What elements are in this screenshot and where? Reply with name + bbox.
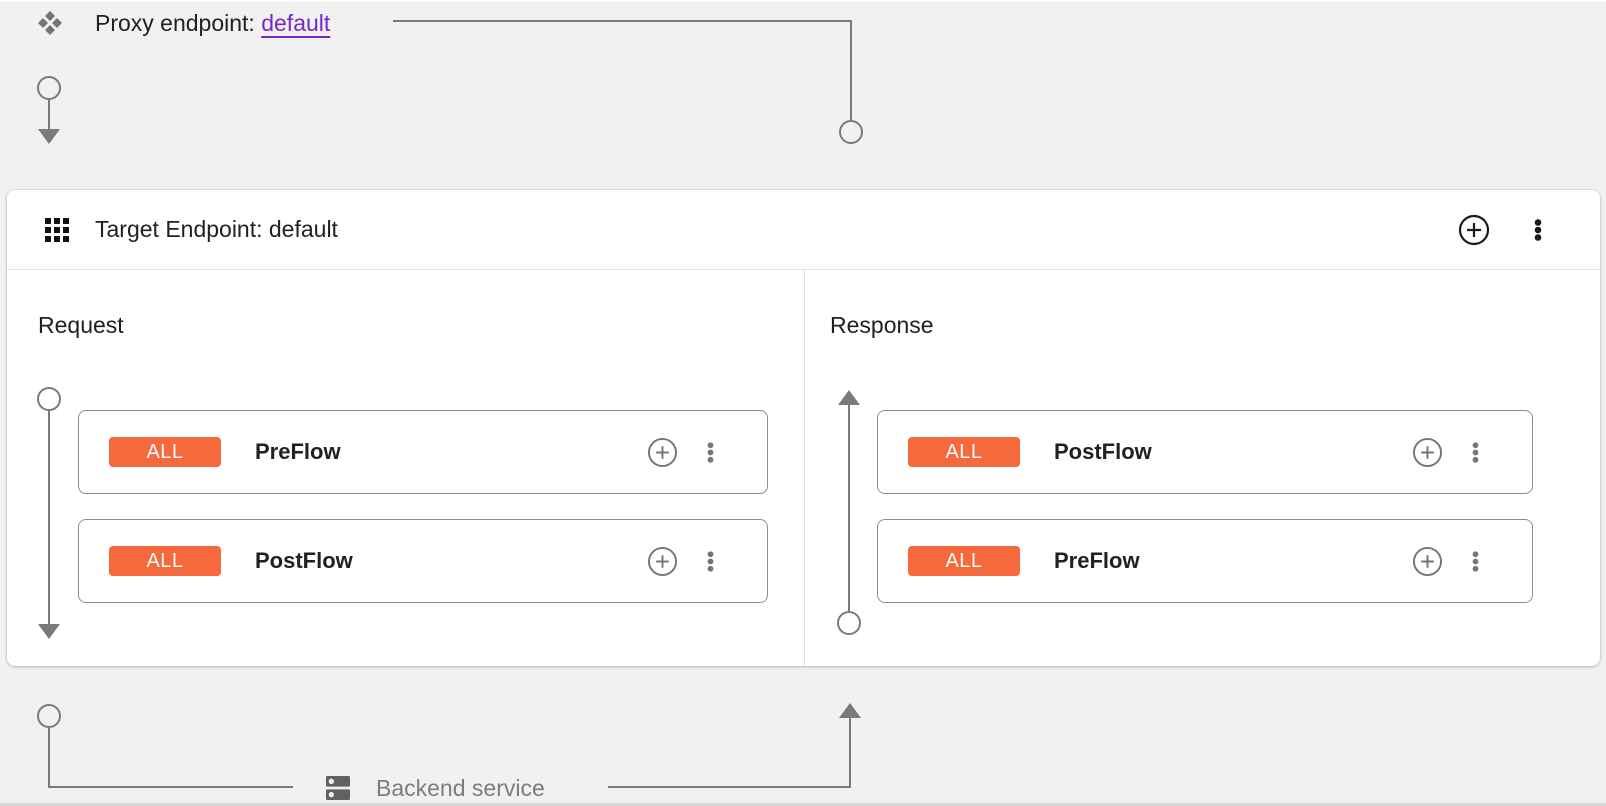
add-circle-icon [1412,546,1443,576]
target-endpoint-title: Target Endpoint: default [95,216,338,242]
target-endpoint-menu-button[interactable] [1522,214,1554,246]
proxy-endpoint-text: Proxy endpoint: [95,10,255,36]
add-circle-icon [647,437,678,467]
flow-row-actions [647,546,726,577]
proxy-endpoint-icon [38,11,62,35]
flow-row-actions [1412,546,1491,577]
backend-service-row: Backend service [322,772,545,804]
add-circle-icon [1412,437,1443,467]
flow-name: PreFlow [255,439,341,464]
response-preflow-row[interactable]: ALL PreFlow [877,519,1533,603]
backend-to-target-arrow-up [839,703,861,718]
target-endpoint-header: Target Endpoint: default [7,190,1600,270]
proxy-endpoint-link[interactable]: default [261,10,331,36]
more-vert-icon [707,550,714,572]
more-vert-icon [1472,441,1479,463]
request-panel-label: Request [38,312,124,338]
backend-service-label: Backend service [376,774,545,801]
flow-menu-button[interactable] [1460,546,1491,577]
request-preflow-row[interactable]: ALL PreFlow [78,410,768,494]
add-circle-icon [1458,214,1490,245]
add-policy-button[interactable] [1412,546,1443,577]
proxy-endpoint-row: Proxy endpoint: default [36,8,330,38]
proxy-flow-start-node [37,76,61,100]
flow-menu-button[interactable] [1460,437,1491,468]
bottom-edge-strip [0,803,1606,806]
flow-row-actions [1412,437,1491,468]
proxy-flow-arrow-down [38,129,60,144]
flow-condition-badge: ALL [109,437,221,467]
response-panel-label: Response [830,312,934,338]
request-response-divider [804,270,805,666]
add-target-flow-button[interactable] [1458,214,1490,246]
proxy-to-target-end-node [839,120,863,144]
request-postflow-row[interactable]: ALL PostFlow [78,519,768,603]
flow-name: PostFlow [255,548,353,573]
flow-row-actions [647,437,726,468]
more-vert-icon [1472,550,1479,572]
target-endpoint-card: Target Endpoint: default Request Respons… [7,190,1600,666]
add-policy-button[interactable] [1412,437,1443,468]
flow-name: PostFlow [1054,439,1152,464]
flow-menu-button[interactable] [695,437,726,468]
grid-icon [45,217,69,242]
add-circle-icon [647,546,678,576]
more-vert-icon [1534,218,1542,241]
flow-condition-badge: ALL [908,546,1020,576]
top-edge-strip [0,0,1606,2]
backend-to-target-line [608,718,851,788]
flow-condition-badge: ALL [908,437,1020,467]
response-postflow-row[interactable]: ALL PostFlow [877,410,1533,494]
add-policy-button[interactable] [647,546,678,577]
add-policy-button[interactable] [647,437,678,468]
proxy-to-target-connector-line [393,20,852,120]
flow-name: PreFlow [1054,548,1140,573]
header-actions [1458,214,1554,246]
flow-condition-badge: ALL [109,546,221,576]
target-to-backend-start-node [37,704,61,728]
flow-menu-button[interactable] [695,546,726,577]
proxy-endpoint-label: Proxy endpoint: default [95,8,330,38]
target-to-backend-line [48,728,293,788]
more-vert-icon [707,441,714,463]
backend-service-icon [326,776,350,800]
